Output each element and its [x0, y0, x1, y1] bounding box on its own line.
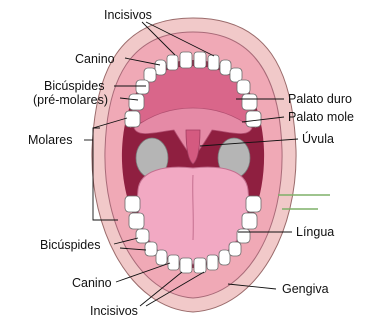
label-gengiva: Gengiva	[282, 282, 329, 296]
label-canino-top: Canino	[75, 52, 115, 66]
label-incisivos-bottom: Incisivos	[90, 304, 138, 318]
label-pre-molares: (pré-molares)	[33, 93, 108, 107]
label-bicuspides-bottom: Bicúspides	[40, 238, 100, 252]
label-uvula: Úvula	[302, 132, 334, 146]
label-lingua: Língua	[296, 225, 334, 239]
tongue-midline	[193, 175, 194, 240]
label-bicuspides-top: Bicúspides	[44, 79, 104, 93]
label-palato-mole: Palato mole	[288, 110, 354, 124]
label-canino-bottom: Canino	[72, 276, 112, 290]
label-palato-duro: Palato duro	[288, 92, 352, 106]
label-incisivos-top: Incisivos	[104, 8, 152, 22]
label-molares: Molares	[28, 133, 72, 147]
